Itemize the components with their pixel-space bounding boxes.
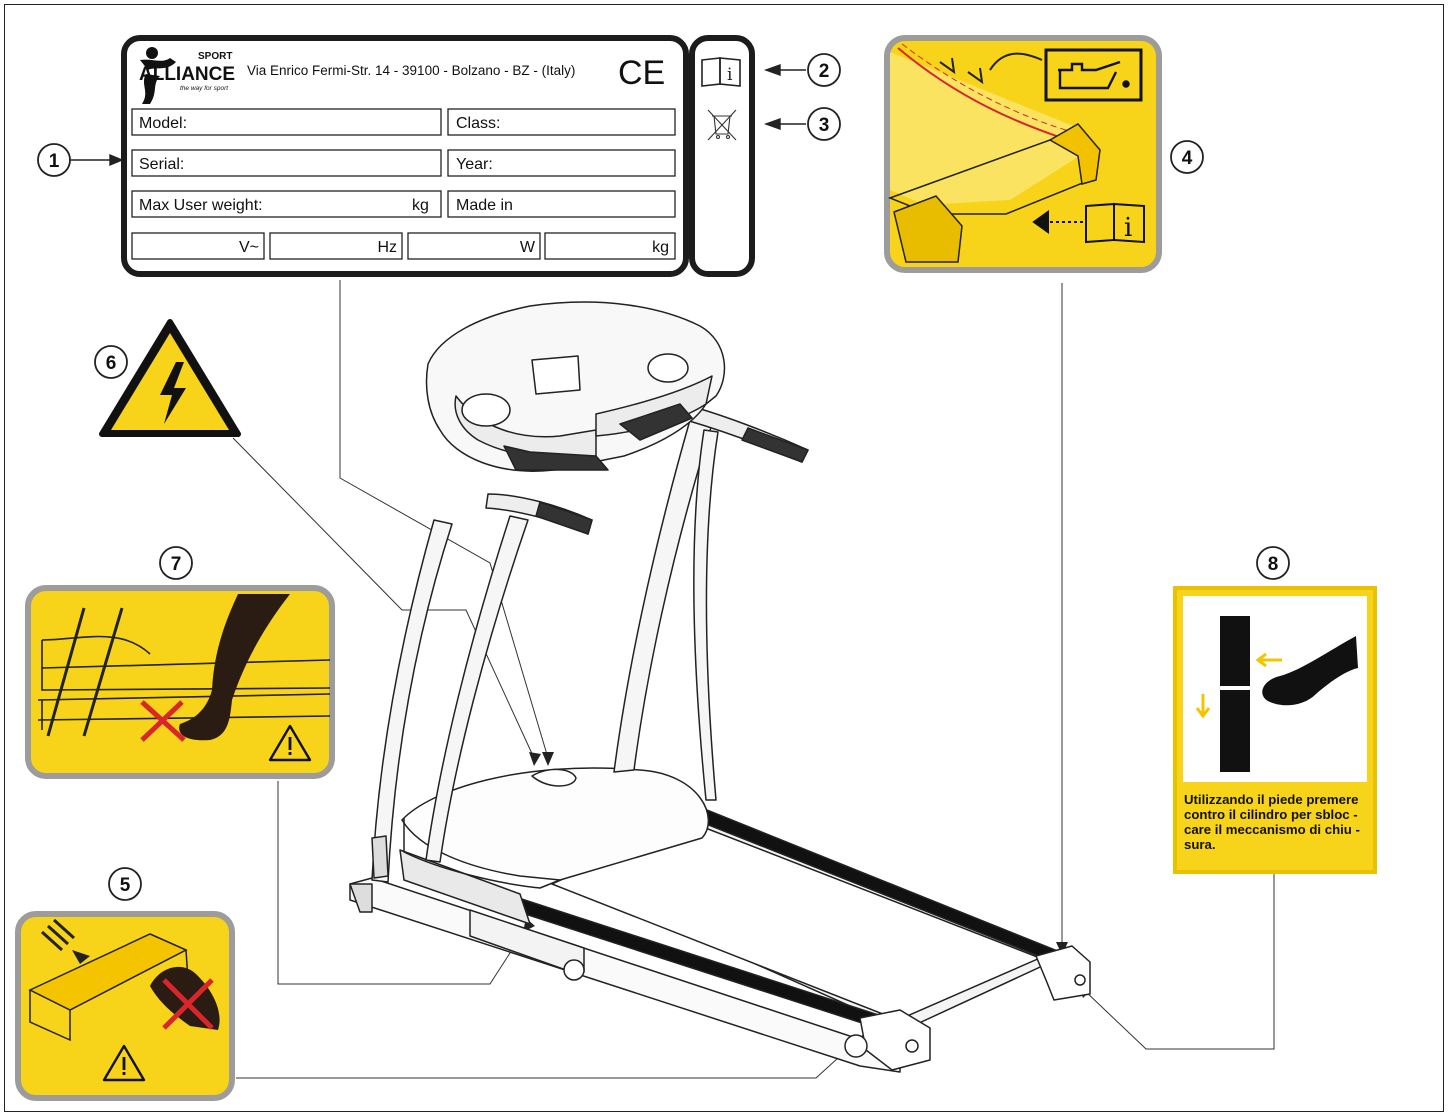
lightning-bolt-icon [160,362,186,424]
foot-pinch-label [25,585,335,779]
rating-plate: SPORT ALLIANCE the way for sport Via Enr… [121,35,689,277]
lock-cylinder-icon [1220,616,1250,772]
field-max-user-weight-unit: kg [412,197,429,214]
unit-watt: W [520,239,536,256]
unit-volt: V~ [239,239,259,256]
console-display [531,355,581,395]
field-max-user-weight: Max User weight: [139,197,263,214]
arrow-direction-icon [72,950,90,964]
foot-silhouette [1262,636,1358,706]
ce-mark: CE [618,54,665,92]
leader-electric [232,437,535,759]
unlock-label [1173,586,1377,874]
roller-caution-triangle-icon [102,1044,146,1082]
leader-unlock [1083,873,1275,1050]
left-upright-inner [425,515,529,863]
right-upright [613,419,713,773]
caution-triangle-icon [268,724,312,762]
read-manual-eye-icon [1032,202,1145,244]
roller-prohibition-cross-icon [162,978,214,1030]
symbol-strip: i [689,35,755,277]
callout-arrows [70,64,806,167]
brand-tagline: the way for sport [180,85,229,92]
brand-name: ALLIANCE [139,64,235,85]
leg-silhouette [179,594,290,741]
callout-4: 4 [1182,148,1193,169]
roller-pinch-label [15,911,235,1101]
unit-kilogram: kg [652,239,669,256]
callout-6: 6 [106,353,117,374]
field-class: Class: [456,115,500,132]
treadmill-illustration [349,301,1091,1073]
callout-7: 7 [171,554,182,575]
motor-hood [401,767,710,881]
unlock-instruction-text: Utilizzando il piede premere contro il c… [1184,792,1360,852]
callout-5: 5 [120,875,131,896]
unit-hertz: Hz [377,239,397,256]
field-model: Model: [139,115,187,132]
manual-info-glyph: i [727,65,733,85]
leader-plate [339,280,549,759]
manual-book-icon [701,57,741,87]
manufacturer-address: Via Enrico Fermi-Str. 14 - 39100 - Bolza… [247,63,575,78]
callout-circles [37,53,1290,901]
weee-bin-icon [707,109,737,141]
field-year: Year: [456,156,493,173]
callout-1: 1 [49,151,60,172]
sport-alliance-logo: SPORT ALLIANCE the way for sport [139,47,235,104]
right-speaker [647,353,689,383]
lubrication-label: i [884,35,1162,273]
down-arrow-icon [1195,694,1211,719]
left-arrow-icon [1255,652,1282,668]
lubrication-info-glyph: i [1124,213,1132,243]
left-upright [371,519,453,883]
left-speaker [461,393,511,427]
oil-can-icon [1058,60,1130,90]
callout-8: 8 [1268,554,1279,575]
callout-3: 3 [819,115,830,136]
electric-hazard-sign [99,319,241,437]
field-made-in: Made in [456,197,513,214]
prohibition-cross-icon [140,700,186,742]
diagram-frame [4,4,1444,1112]
brand-top: SPORT [198,51,232,62]
field-serial: Serial: [139,156,184,173]
callout-2: 2 [819,61,830,82]
leader-pinch [277,781,529,985]
